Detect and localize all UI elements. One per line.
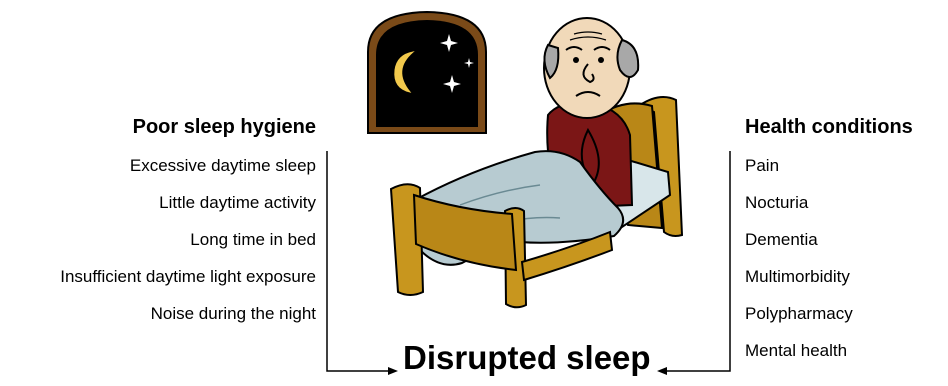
list-item: Insufficient daytime light exposure	[60, 266, 316, 303]
list-item: Excessive daytime sleep	[60, 155, 316, 192]
list-item: Mental health	[745, 340, 853, 377]
list-item: Nocturia	[745, 192, 853, 229]
list-item: Pain	[745, 155, 853, 192]
disrupted-sleep-label: Disrupted sleep	[403, 338, 651, 378]
list-item: Long time in bed	[60, 229, 316, 266]
list-item: Dementia	[745, 229, 853, 266]
health-conditions-list: Pain Nocturia Dementia Multimorbidity Po…	[745, 155, 853, 377]
night-window	[368, 12, 486, 133]
poor-sleep-hygiene-list: Excessive daytime sleep Little daytime a…	[60, 155, 316, 340]
list-item: Noise during the night	[60, 303, 316, 340]
poor-sleep-hygiene-title: Poor sleep hygiene	[133, 116, 316, 139]
health-conditions-title: Health conditions	[745, 116, 913, 139]
list-item: Little daytime activity	[60, 192, 316, 229]
right-hair	[617, 40, 638, 77]
list-item: Multimorbidity	[745, 266, 853, 303]
list-item: Polypharmacy	[745, 303, 853, 340]
